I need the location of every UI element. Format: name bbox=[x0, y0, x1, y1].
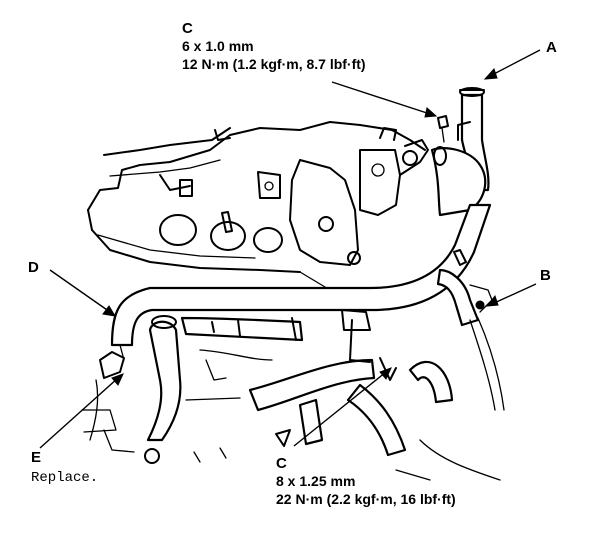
callout-a: A bbox=[546, 39, 557, 56]
callout-c-bottom: C bbox=[276, 455, 287, 472]
callout-c-top: C bbox=[182, 20, 193, 37]
pipe-to-b bbox=[436, 249, 505, 411]
intake-port-1 bbox=[159, 214, 197, 246]
callout-d: D bbox=[28, 259, 39, 276]
intake-port-3 bbox=[253, 227, 283, 253]
callout-b: B bbox=[540, 267, 551, 284]
coolant-pipe bbox=[430, 87, 490, 217]
intake-port-2 bbox=[210, 221, 246, 251]
spec-bottom-size: 8 x 1.25 mm bbox=[276, 473, 355, 489]
spec-top-size: 6 x 1.0 mm bbox=[182, 38, 254, 54]
spec-bottom-torque: 22 N·m (2.2 kgf·m, 16 lbf·ft) bbox=[276, 491, 456, 507]
engine-block bbox=[87, 121, 429, 301]
note-replace: Replace. bbox=[31, 470, 98, 486]
leader-lines bbox=[39, 49, 541, 449]
lower-hoses bbox=[81, 309, 501, 481]
callout-e: E bbox=[31, 449, 41, 466]
spec-top-torque: 12 N·m (1.2 kgf·m, 8.7 lbf·ft) bbox=[182, 56, 366, 72]
